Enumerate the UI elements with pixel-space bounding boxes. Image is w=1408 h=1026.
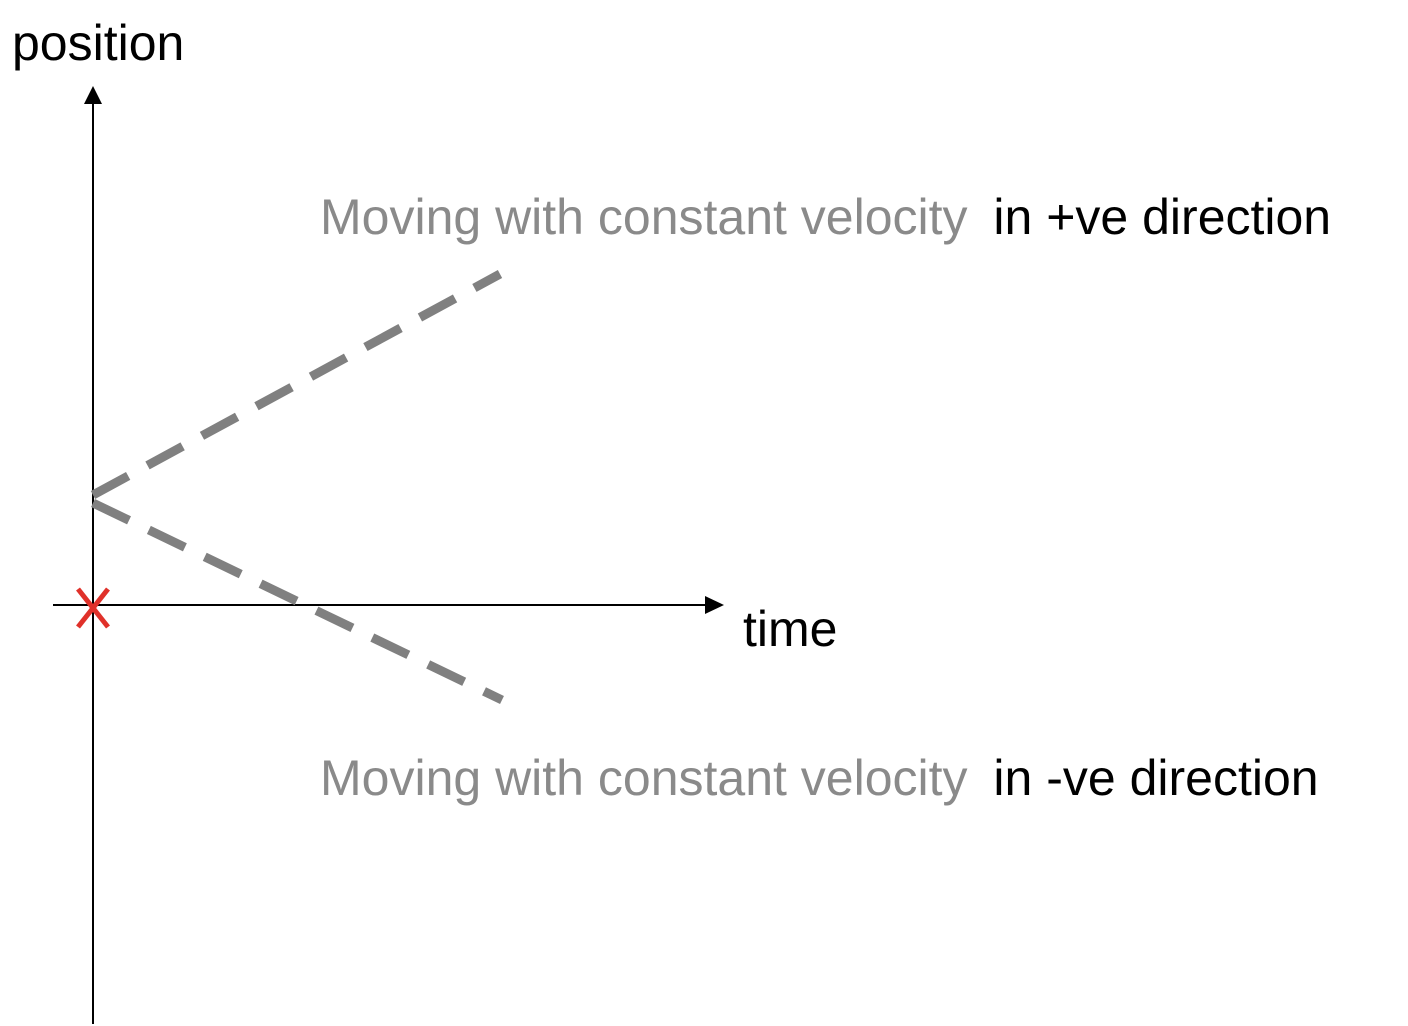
caption-negative-grey-text: Moving with constant velocity — [320, 750, 968, 806]
caption-negative-black-text: in -ve direction — [993, 750, 1318, 806]
origin-cross-marker — [76, 587, 110, 629]
caption-negative-direction: Moving with constant velocity in -ve dir… — [320, 750, 1319, 806]
dashed-line-negative-direction — [91, 498, 504, 705]
y-axis-arrowhead — [84, 86, 102, 104]
caption-positive-black-text: in +ve direction — [993, 189, 1331, 245]
y-axis-label: position — [12, 15, 184, 71]
caption-positive-grey-text: Moving with constant velocity — [320, 189, 968, 245]
caption-positive-direction: Moving with constant velocity in +ve dir… — [320, 189, 1331, 245]
dashed-line-positive-direction — [90, 270, 503, 499]
x-axis-arrowhead — [705, 596, 724, 614]
x-axis-label: time — [743, 601, 837, 657]
